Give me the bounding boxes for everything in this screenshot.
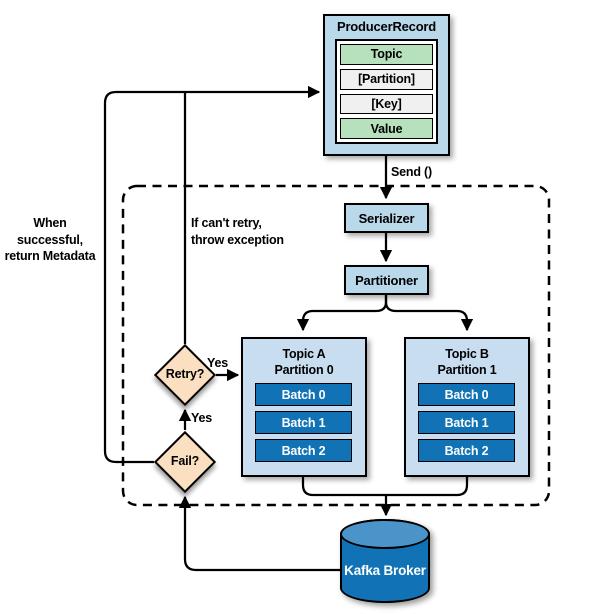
batch-row: Batch 2 [418, 439, 515, 462]
batch-row: Batch 1 [418, 411, 515, 434]
yes-to-topic-label: Yes [207, 356, 228, 370]
line-topics-merge [301, 477, 469, 497]
topic-b-box: Topic B Partition 1 Batch 0 Batch 1 Batc… [404, 337, 530, 477]
producer-record-fields: Topic [Partition] [Key] Value [335, 39, 438, 144]
success-annotation-line2: return Metadata [4, 249, 96, 263]
batch-row: Batch 0 [418, 383, 515, 406]
field-key: [Key] [340, 93, 433, 115]
partitioner-box: Partitioner [344, 265, 429, 295]
producer-record-title: ProducerRecord [336, 19, 437, 34]
topic-a-box: Topic A Partition 0 Batch 0 Batch 1 Batc… [241, 337, 367, 477]
arrow-partitioner-to-topic-b [384, 295, 474, 332]
serializer-box: Serializer [344, 203, 429, 233]
cant-retry-line1: If can't retry, [191, 216, 262, 230]
arrow-partitioner-to-topic-a [296, 295, 388, 332]
line-success-feedback-to-producerrecord [103, 85, 321, 464]
arrow-broker-to-fail [178, 495, 340, 572]
producer-record-box: ProducerRecord Topic [Partition] [Key] V… [323, 14, 450, 156]
field-partition: [Partition] [340, 68, 433, 90]
send-label: Send () [391, 165, 432, 179]
field-topic: Topic [340, 44, 433, 65]
batch-row: Batch 1 [255, 411, 352, 434]
retry-decision-label: Retry? [165, 367, 205, 381]
success-annotation-line1: When successful, [17, 216, 83, 247]
topic-b-name: Topic B [445, 347, 489, 361]
cant-retry-line2: throw exception [191, 232, 284, 247]
topic-a-batches: Batch 0 Batch 1 Batch 2 [255, 383, 352, 462]
fail-decision-label: Fail? [170, 454, 200, 468]
success-annotation: When successful, return Metadata [0, 215, 100, 265]
cant-retry-annotation: If can't retry, throw exception [191, 215, 284, 248]
yes-to-retry-label: Yes [191, 411, 212, 425]
topic-a-name: Topic A [282, 347, 326, 361]
batch-row: Batch 0 [255, 383, 352, 406]
topic-a-partition: Partition 0 [274, 363, 334, 377]
batch-row: Batch 2 [255, 439, 352, 462]
field-value: Value [340, 118, 433, 139]
topic-b-partition: Partition 1 [437, 363, 497, 377]
topic-b-batches: Batch 0 Batch 1 Batch 2 [418, 383, 515, 462]
producer-boundary-dashed-box [121, 184, 551, 507]
kafka-broker-label: Kafka Broker [344, 563, 426, 578]
cylinder-top [340, 519, 430, 549]
topic-a-title: Topic A Partition 0 [243, 346, 365, 378]
topic-b-title: Topic B Partition 1 [406, 346, 528, 378]
kafka-broker-cylinder: Kafka Broker [340, 519, 430, 603]
